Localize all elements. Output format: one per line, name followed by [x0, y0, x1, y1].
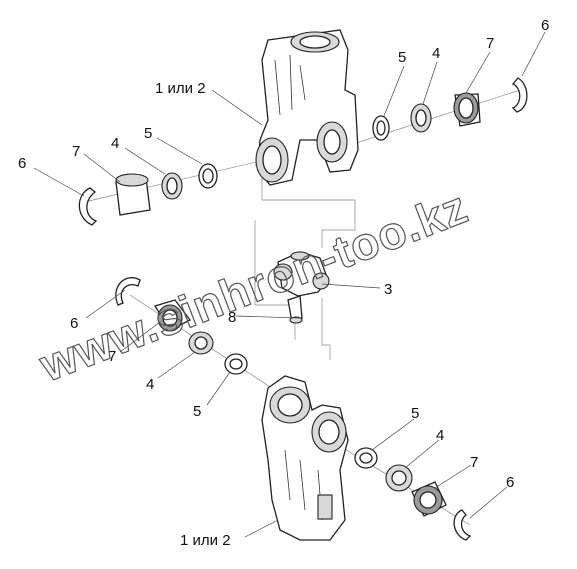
cross-assembly [273, 251, 330, 324]
label-ring-upper-right: 6 [541, 17, 549, 34]
label-upper-yoke: 1 или 2 [155, 80, 206, 97]
upper-yoke [255, 29, 359, 186]
callout-labels: 1 или 2 5 4 7 6 6 7 4 5 3 8 6 7 4 5 5 4 … [18, 17, 549, 549]
label-bearing-upper-right: 7 [486, 35, 494, 52]
snap-ring-upper-right [511, 77, 528, 113]
label-bearing-middle-left: 7 [108, 348, 116, 365]
lower-yoke [261, 375, 349, 541]
label-seal-upper-left: 4 [111, 135, 119, 152]
upper-right-parts [372, 77, 528, 141]
label-bearing-upper-left: 7 [72, 143, 80, 160]
label-nipple: 8 [228, 309, 236, 326]
leader-lines [33, 31, 546, 538]
label-ring-middle-left: 6 [70, 315, 78, 332]
label-ring-lower-right: 6 [506, 474, 514, 491]
watermark-text: www.sinhron-too.kz [32, 180, 475, 391]
upper-left-parts [78, 163, 218, 226]
label-ring-upper-left: 6 [18, 155, 26, 172]
snap-ring-middle-left [115, 277, 141, 306]
label-washer-middle-left: 5 [193, 403, 201, 420]
label-lower-yoke: 1 или 2 [180, 532, 231, 549]
label-cross: 3 [384, 281, 392, 298]
snap-ring-lower-right [453, 509, 472, 541]
label-washer-upper-right: 5 [398, 49, 406, 66]
label-seal-lower-right: 4 [436, 427, 444, 444]
label-washer-lower-right: 5 [411, 405, 419, 422]
label-bearing-lower-right: 7 [470, 454, 478, 471]
label-seal-upper-right: 4 [432, 45, 440, 62]
label-seal-middle-left: 4 [146, 376, 154, 393]
snap-ring-upper-left [78, 187, 98, 226]
middle-left-parts [115, 277, 248, 375]
label-washer-upper-left: 5 [144, 125, 152, 142]
lower-right-parts [354, 447, 472, 541]
grease-nipple [287, 295, 303, 323]
